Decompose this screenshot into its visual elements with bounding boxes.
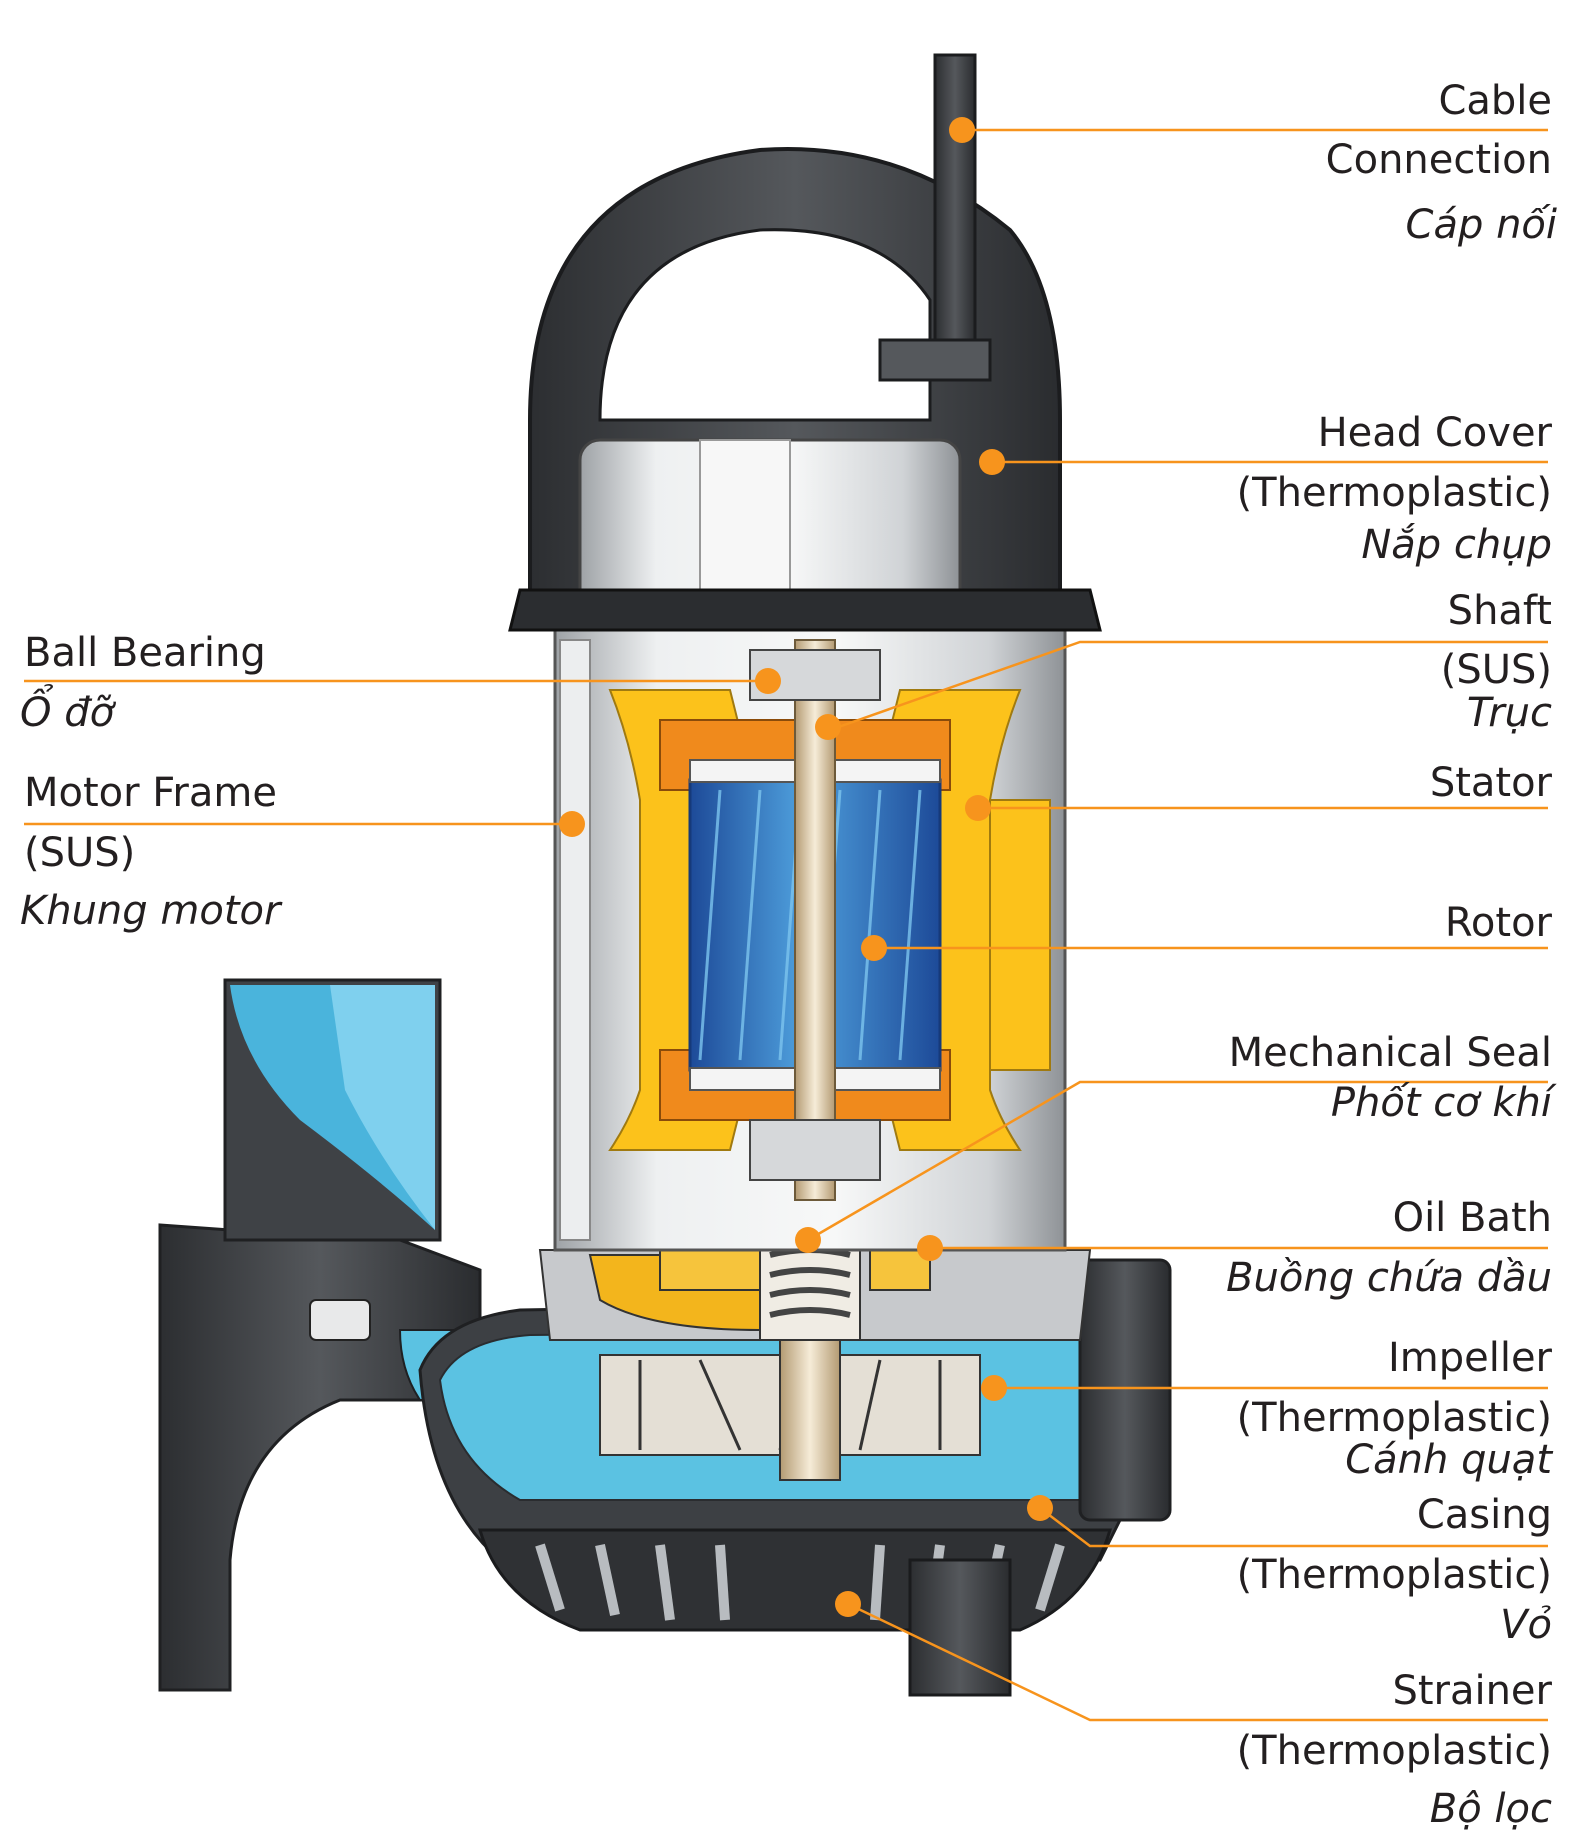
leader-lines — [24, 128, 1548, 1722]
strainer-body — [478, 1528, 1112, 1697]
motor-frame-label-en-1: Motor Frame — [24, 770, 277, 816]
oil-bath-label-vi: Buồng chứa dầu — [1226, 1255, 1552, 1301]
leader-dots — [559, 117, 1053, 1617]
stator-label: Stator — [1429, 760, 1552, 806]
motor-frame-label-en-2: (SUS) — [24, 830, 136, 876]
shaft-label-en-1: Shaft — [1447, 588, 1552, 634]
shaft-label-en-2: (SUS) — [1440, 647, 1552, 693]
dot-mechanical-seal — [795, 1227, 821, 1253]
leader-mechanical-seal — [807, 1080, 1548, 1242]
casing-label-vi: Vỏ — [1500, 1602, 1552, 1648]
dot-cable — [949, 117, 975, 143]
strainer-label-vi: Bộ lọc — [1429, 1786, 1552, 1832]
head-cover-body — [508, 53, 1102, 632]
dot-oil-bath — [917, 1235, 943, 1261]
dot-casing — [1027, 1495, 1053, 1521]
cable-label-vi: Cáp nối — [1405, 202, 1557, 248]
oil-bath-label-en: Oil Bath — [1392, 1195, 1552, 1241]
dot-stator — [965, 795, 991, 821]
dot-ball-bearing — [755, 668, 781, 694]
casing-label-en-1: Casing — [1416, 1492, 1552, 1538]
dot-shaft — [815, 714, 841, 740]
casing-body — [418, 1258, 1172, 1562]
leader-shaft — [829, 640, 1548, 732]
impeller-label-vi: Cánh quạt — [1345, 1437, 1552, 1483]
impeller-label-en-2: (Thermoplastic) — [1236, 1395, 1552, 1441]
cable-label-en-1: Cable — [1438, 78, 1552, 124]
head-cover-label-en-2: (Thermoplastic) — [1236, 470, 1552, 516]
shaft-label-vi: Trục — [1466, 690, 1552, 736]
dot-motor-frame — [559, 811, 585, 837]
impeller-label-en-1: Impeller — [1387, 1335, 1552, 1381]
leader-casing — [1039, 1507, 1548, 1548]
dot-rotor — [861, 935, 887, 961]
head-cover-label-en-1: Head Cover — [1317, 410, 1552, 456]
dot-impeller — [981, 1375, 1007, 1401]
ball-bearing-label-vi: Ổ đỡ — [20, 690, 115, 736]
leader-strainer — [847, 1602, 1548, 1722]
motor-frame-label-vi: Khung motor — [20, 888, 281, 934]
strainer-label-en-1: Strainer — [1392, 1668, 1552, 1714]
casing-label-en-2: (Thermoplastic) — [1236, 1552, 1552, 1598]
mechanical-seal-label-vi: Phốt cơ khí — [1330, 1080, 1552, 1126]
cable-label-en-2: Connection — [1325, 137, 1552, 183]
rotor-label: Rotor — [1444, 900, 1552, 946]
motor-frame-body — [553, 608, 1067, 1252]
mechanical-seal-label-en: Mechanical Seal — [1228, 1030, 1552, 1076]
head-cover-label-vi: Nắp chụp — [1361, 522, 1552, 568]
ball-bearing-label-en: Ball Bearing — [24, 630, 266, 676]
dot-head-cover — [979, 449, 1005, 475]
strainer-label-en-2: (Thermoplastic) — [1236, 1728, 1552, 1774]
dot-strainer — [835, 1591, 861, 1617]
